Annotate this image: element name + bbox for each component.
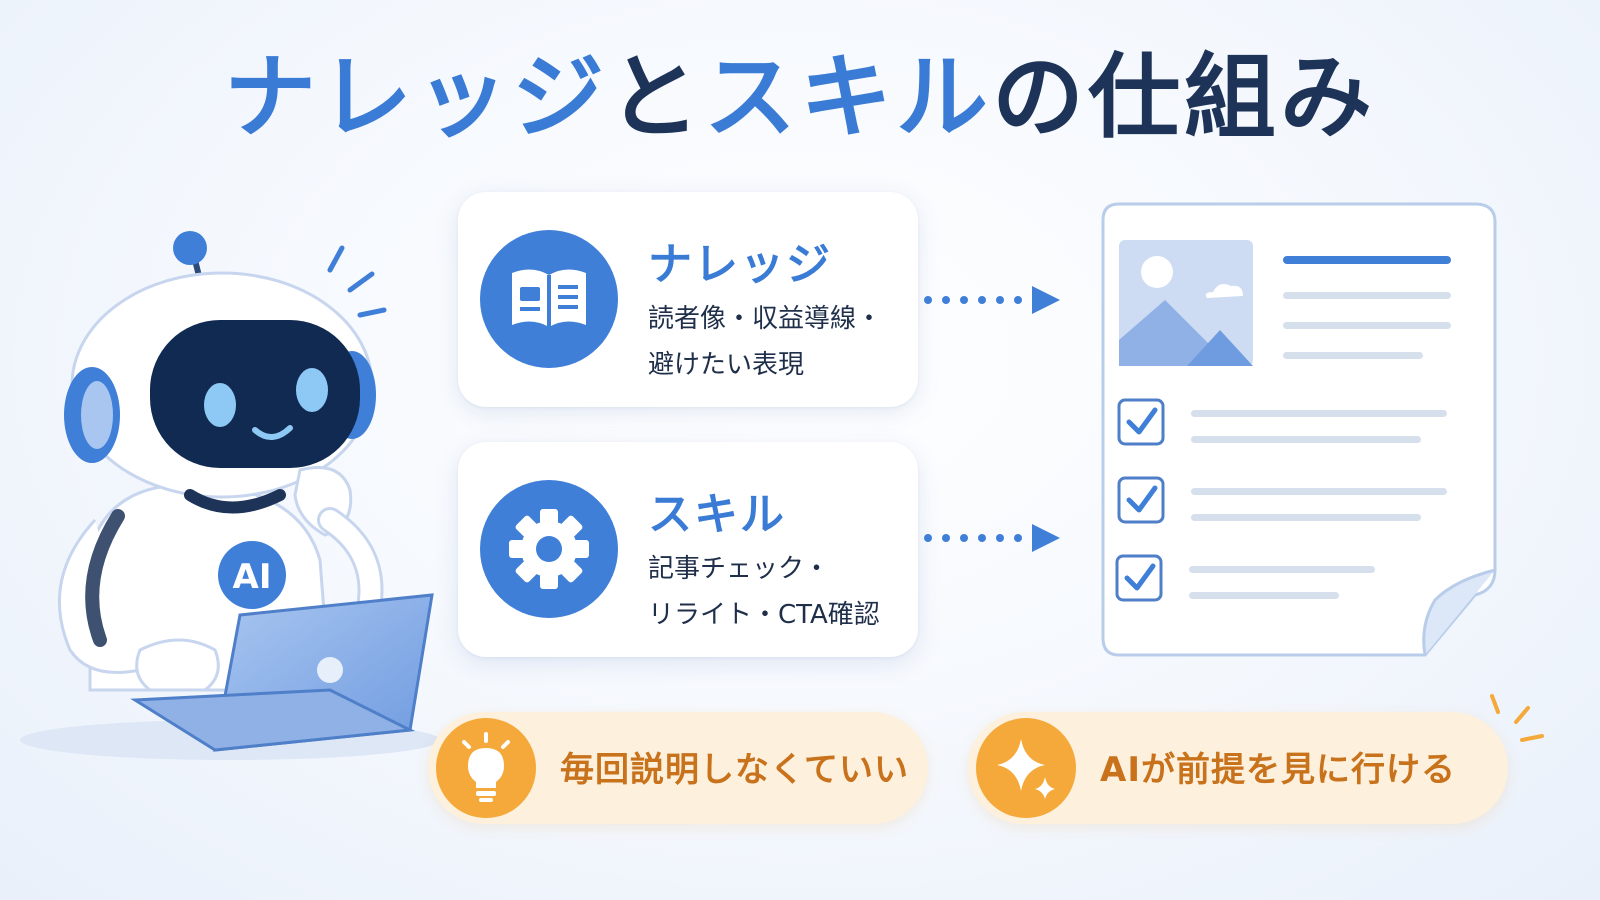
gear-icon — [509, 509, 589, 589]
robot-chest-label: AI — [233, 557, 272, 597]
lightbulb-icon — [462, 732, 510, 802]
arrow-skill-to-doc — [924, 524, 1060, 552]
checkbox-3 — [1115, 554, 1163, 602]
sparkle-icon-circle — [976, 718, 1076, 818]
skill-desc-line2: リライト・CTA確認 — [648, 600, 880, 630]
skill-desc: 記事チェック・ リライト・CTA確認 — [648, 546, 918, 638]
page-title: ナレッジとスキルの仕組み — [0, 52, 1600, 144]
title-and: と — [607, 44, 704, 151]
skill-title: スキル — [648, 489, 786, 540]
knowledge-desc: 読者像・収益導線・ 避けたい表現 — [648, 296, 918, 388]
knowledge-icon-circle — [480, 230, 618, 368]
book-icon — [512, 269, 586, 327]
knowledge-card: ナレッジ 読者像・収益導線・ 避けたい表現 — [458, 192, 918, 407]
sparkle-lines-icon — [1490, 694, 1544, 742]
knowledge-desc-line2: 避けたい表現 — [648, 350, 805, 380]
title-mechanism: の仕組み — [992, 44, 1377, 151]
checkbox-2 — [1117, 476, 1165, 524]
arrow-knowledge-to-doc — [924, 286, 1060, 314]
title-knowledge: ナレッジ — [223, 44, 608, 151]
benefit-no-explain-text: 毎回説明しなくていい — [560, 750, 909, 790]
benefit-ai-reference: AIが前提を見に行ける — [968, 712, 1508, 824]
skill-icon-circle — [480, 480, 618, 618]
benefit-no-explain: 毎回説明しなくていい — [428, 712, 928, 824]
checkbox-1 — [1117, 398, 1165, 446]
title-skill: スキル — [704, 44, 993, 151]
knowledge-desc-line1: 読者像・収益導線・ — [648, 304, 883, 334]
benefit-ai-reference-text: AIが前提を見に行ける — [1100, 750, 1456, 790]
sparkle-icon — [997, 739, 1055, 799]
knowledge-title: ナレッジ — [648, 239, 832, 290]
skill-card: スキル 記事チェック・ リライト・CTA確認 — [458, 442, 918, 657]
document-illustration — [1101, 202, 1497, 657]
lightbulb-icon-circle — [436, 718, 536, 818]
skill-desc-line1: 記事チェック・ — [648, 554, 830, 584]
robot-illustration: AI — [20, 231, 440, 760]
